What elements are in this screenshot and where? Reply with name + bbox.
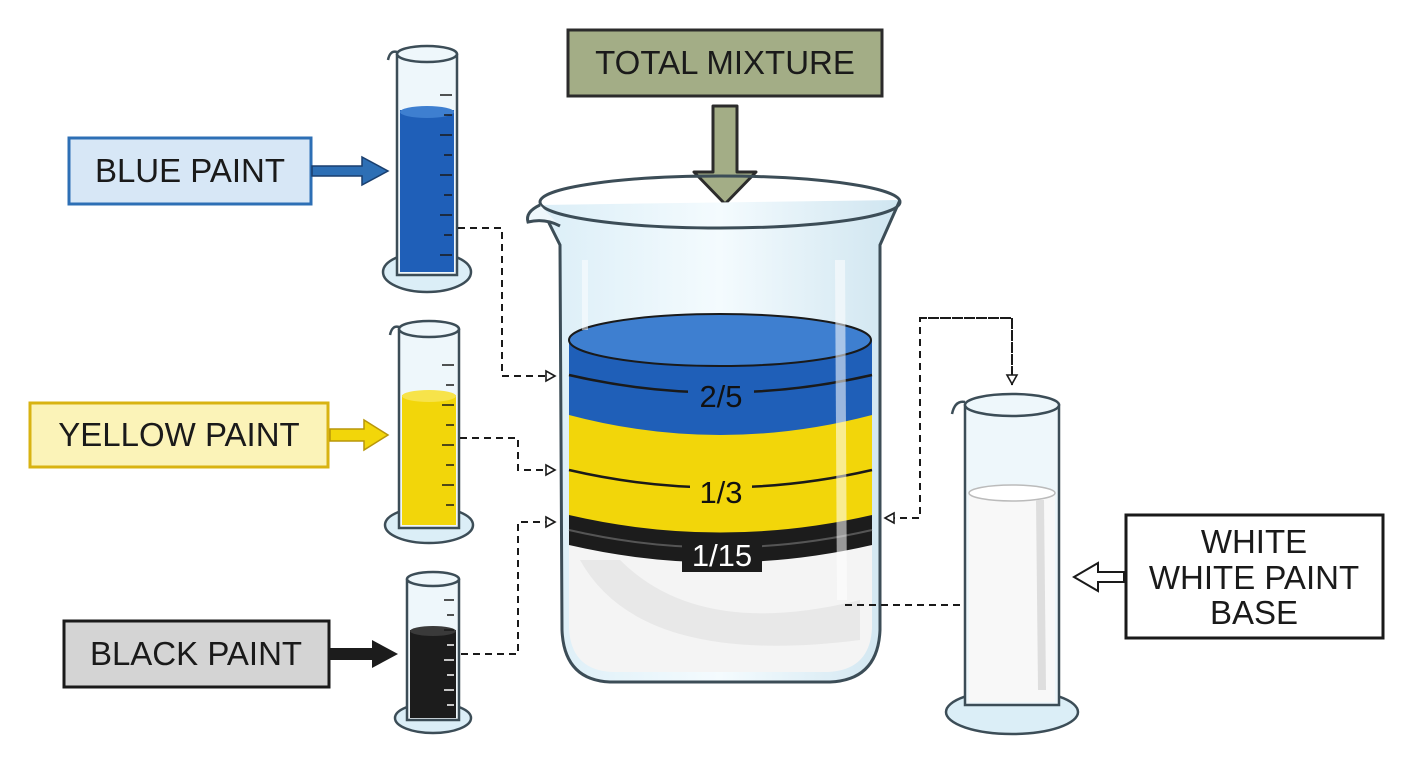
black-paint-text: BLACK PAINT: [90, 635, 302, 672]
blue-connector: [458, 227, 557, 383]
yellow-cylinder: [383, 319, 475, 545]
white-connector-to-cylinder: [920, 317, 1019, 386]
blue-paint-text: BLUE PAINT: [95, 152, 285, 189]
total-mixture-text: TOTAL MIXTURE: [595, 44, 855, 81]
white-paint-text-line3: BASE: [1210, 594, 1298, 631]
yellow-paint-text: YELLOW PAINT: [58, 416, 299, 453]
black-cylinder: [393, 570, 473, 735]
white-cylinder: [944, 392, 1080, 736]
total-mixture-arrow: [692, 104, 758, 206]
yellow-paint-arrow: [329, 418, 390, 452]
fraction-yellow: 1/3: [699, 475, 742, 510]
black-paint-arrow: [330, 640, 398, 668]
total-mixture-label: TOTAL MIXTURE: [566, 28, 884, 98]
fraction-blue: 2/5: [699, 379, 742, 414]
blue-cylinder: [381, 44, 473, 294]
blue-paint-label: BLUE PAINT: [67, 136, 313, 206]
mixture-beaker: 2/5 1/3 1/15: [526, 174, 902, 684]
fraction-black: 1/15: [692, 538, 752, 573]
yellow-layer: [569, 415, 872, 533]
white-paint-arrow: [1072, 561, 1125, 593]
black-connector: [461, 515, 557, 655]
yellow-connector: [460, 437, 557, 477]
black-paint-label: BLACK PAINT: [62, 619, 331, 689]
blue-paint-arrow: [311, 155, 390, 187]
yellow-paint-label: YELLOW PAINT: [28, 401, 330, 469]
white-paint-text-line1: WHITE: [1201, 523, 1307, 560]
white-paint-label: WHITE WHITE PAINT BASE: [1124, 513, 1385, 640]
white-paint-text-line2: WHITE PAINT: [1149, 559, 1359, 596]
